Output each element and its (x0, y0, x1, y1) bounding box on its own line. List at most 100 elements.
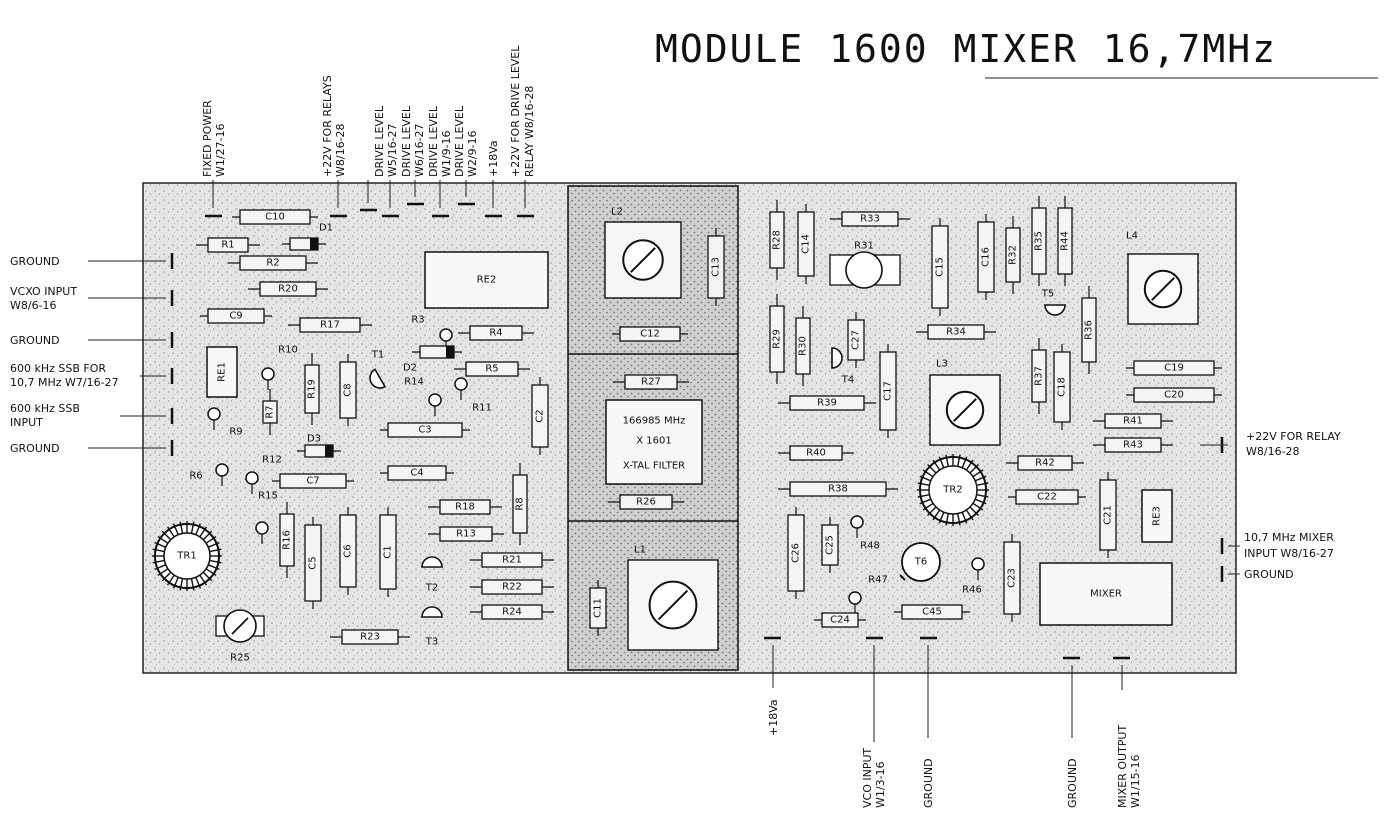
component-label: L4 (1126, 231, 1138, 242)
capacitor: C5 (304, 517, 322, 609)
resistor: R19 (304, 353, 320, 425)
toroid-transformer: TR1 (152, 521, 222, 591)
capacitor: C45 (894, 604, 970, 620)
capacitor: C2 (531, 377, 549, 455)
resistor: R34 (916, 324, 996, 340)
resistor: R5 (454, 361, 530, 377)
component-label: X 1601 (636, 436, 671, 447)
capacitor: C4 (380, 465, 454, 481)
component-label: R13 (456, 529, 476, 540)
component-label: C7 (306, 476, 319, 487)
component-label: R40 (806, 448, 826, 459)
connector-label: W5/16-27 (386, 123, 399, 177)
resistor: R41 (1093, 413, 1173, 429)
component-label: R26 (636, 497, 656, 508)
test-point: R15 (255, 491, 278, 544)
resistor: R38 (778, 481, 898, 497)
resistor: R21 (470, 552, 554, 568)
capacitor: C8 (339, 354, 357, 426)
component-label: R29 (772, 329, 783, 349)
inductor: L2 (604, 207, 682, 299)
trimmer: R25 (215, 609, 265, 664)
resistor: R39 (778, 395, 876, 411)
component-label: L3 (936, 359, 948, 370)
component-label: D2 (403, 363, 417, 374)
component-label: T4 (841, 375, 854, 386)
test-point: R11 (454, 377, 492, 414)
component-label: C20 (1164, 390, 1184, 401)
resistor: R26 (608, 494, 684, 510)
component-label: R11 (472, 403, 492, 414)
trimmer: R31 (829, 241, 901, 289)
component-label: C10 (265, 212, 285, 223)
resistor: R37 (1031, 338, 1047, 414)
component-label: T5 (1041, 289, 1054, 300)
test-point: R14 (404, 377, 442, 416)
component-label: R8 (515, 497, 526, 510)
connector-label: +22V FOR RELAYS (321, 75, 334, 177)
capacitor: C22 (1008, 489, 1086, 505)
resistor: R29 (769, 294, 785, 384)
top-connector-labels: FIXED POWER W1/27-16 +22V FOR RELAYS W8/… (201, 45, 536, 177)
connector-label: W1/9-16 (440, 130, 453, 177)
component-label: 166985 MHz (623, 416, 686, 427)
connector-label: 600 kHz SSB (10, 402, 80, 415)
connector-label: FIXED POWER (201, 100, 214, 177)
component-label: RE2 (477, 275, 497, 286)
component-label: R21 (502, 555, 522, 566)
diode: D1 (282, 223, 333, 251)
capacitor: C21 (1099, 472, 1117, 558)
test-point: R46 (962, 557, 985, 596)
test-point: R9 (207, 407, 243, 438)
transistor: T3 (421, 606, 443, 648)
component-label: R48 (860, 541, 880, 552)
component-label: R44 (1060, 231, 1071, 251)
capacitor: C13 (707, 228, 725, 306)
diode: D2 (403, 345, 462, 374)
connector-label: GROUND (10, 334, 60, 347)
component-label: R31 (854, 241, 874, 252)
connector-label: W8/16-28 (1246, 445, 1300, 458)
resistor: R43 (1093, 437, 1173, 453)
capacitor: C16 (977, 214, 995, 300)
component-label: C17 (883, 381, 894, 401)
test-point: R10 (261, 345, 298, 390)
resistor: R33 (830, 211, 910, 227)
capacitor: C1 (379, 507, 397, 597)
component-label: R36 (1084, 320, 1095, 340)
connector-label: DRIVE LEVEL (453, 105, 466, 177)
resistor: R27 (613, 374, 689, 390)
inductor: L4 (1126, 231, 1199, 325)
component-label: T3 (425, 637, 438, 648)
component-label: R10 (278, 345, 298, 356)
capacitor: C18 (1053, 344, 1071, 430)
connector-label: DRIVE LEVEL (427, 105, 440, 177)
connector-label: GROUND (1244, 568, 1294, 581)
component-label: R33 (860, 214, 880, 225)
resistor: R18 (428, 499, 502, 515)
inductor: L3 (929, 359, 1001, 446)
resistor: R35 (1031, 196, 1047, 286)
resistor: R17 (288, 317, 372, 333)
relay: RE2 (424, 251, 549, 309)
component-label: R6 (189, 471, 202, 482)
resistor: R20 (248, 281, 328, 297)
resistor: R22 (470, 579, 554, 595)
component-label: C14 (801, 234, 812, 254)
component-label: RE1 (217, 362, 228, 382)
xtal-filter (605, 399, 703, 485)
component-label: C13 (711, 257, 722, 277)
resistor: R42 (1006, 455, 1084, 471)
component-label: C4 (410, 468, 423, 479)
component-label: C18 (1057, 377, 1068, 397)
component-label: R18 (455, 502, 475, 513)
capacitor: C24 (814, 612, 866, 628)
component-label: T2 (425, 583, 438, 594)
inductor: L1 (627, 545, 719, 651)
component-label: C15 (935, 257, 946, 277)
component-label: C1 (383, 545, 394, 558)
component-label: R5 (485, 364, 498, 375)
